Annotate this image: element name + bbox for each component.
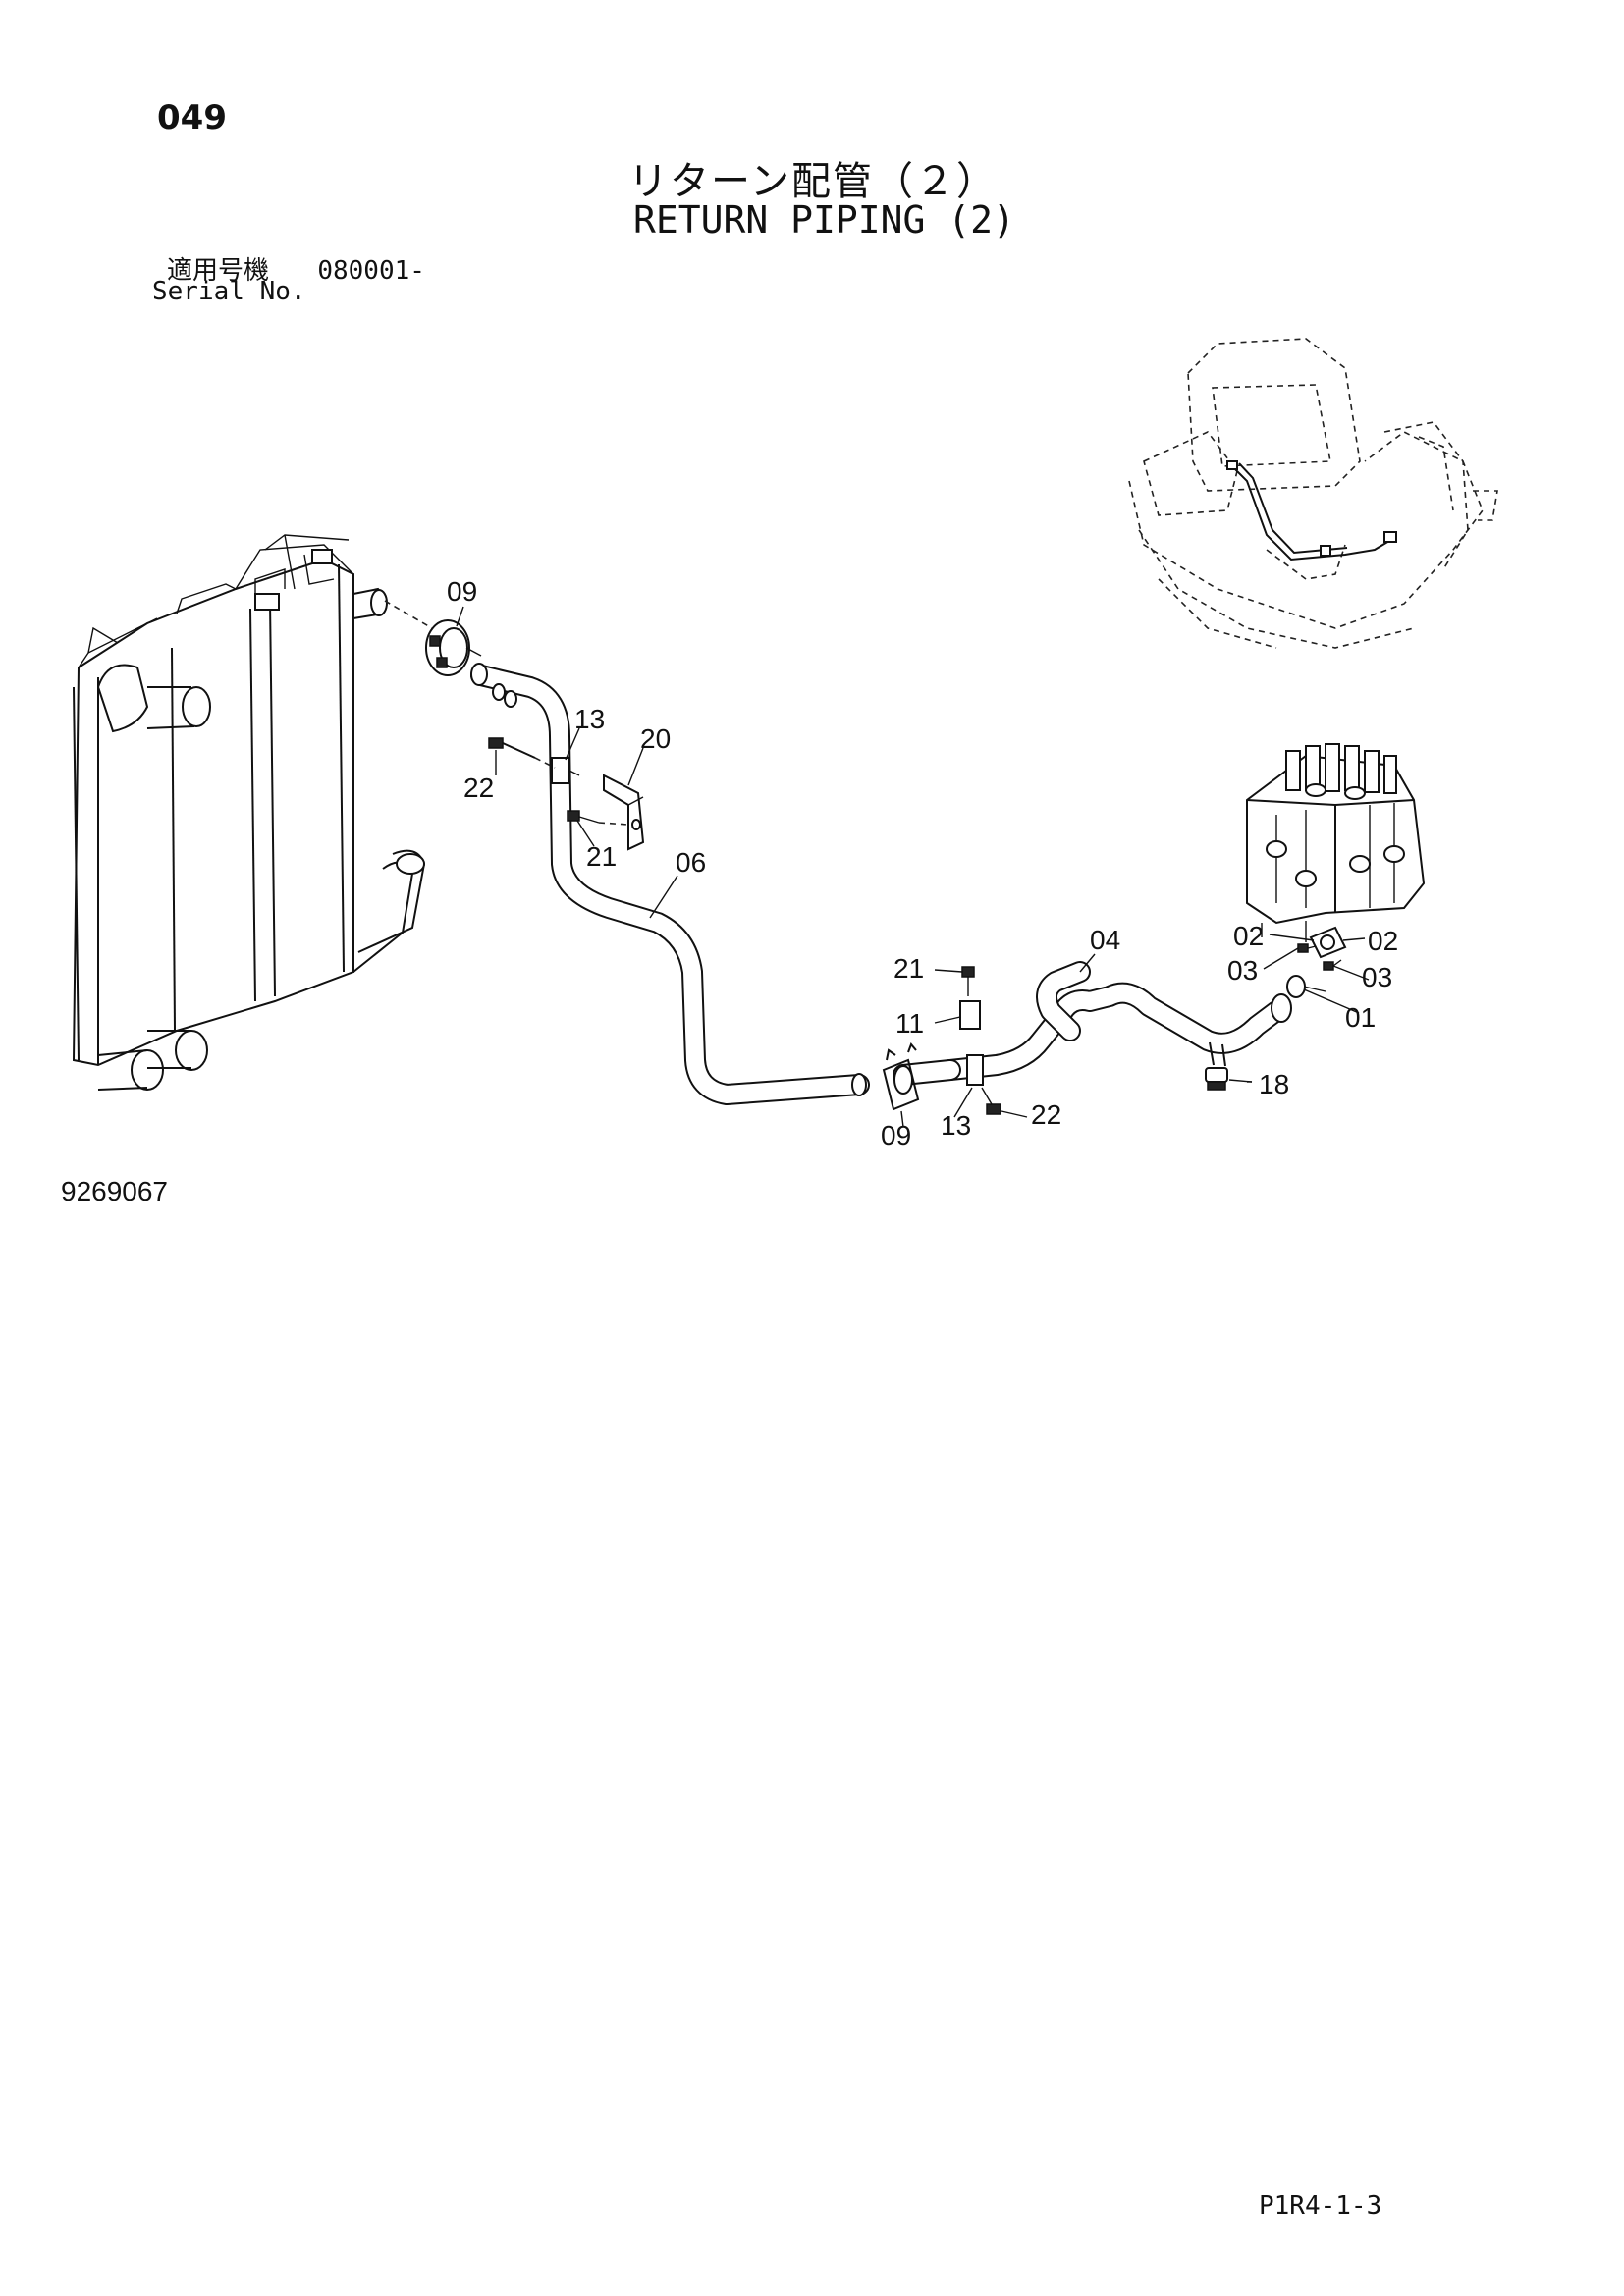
page-number: 049 <box>157 98 227 137</box>
callout-02-left: 02 <box>1233 921 1264 951</box>
page-title-en: RETURN PIPING (2) <box>633 198 1015 241</box>
page-code: P1R4-1-3 <box>1259 2191 1382 2220</box>
callout-04: 04 <box>1090 925 1120 955</box>
leader-lines <box>456 606 1370 1128</box>
callout-11: 11 <box>895 1008 924 1039</box>
control-valve <box>1246 743 1426 998</box>
callout-01: 01 <box>1345 1002 1376 1033</box>
callout-09-bottom: 09 <box>881 1120 911 1150</box>
callout-22-top: 22 <box>463 773 494 803</box>
callout-03-right: 03 <box>1362 962 1392 992</box>
return-pipe-06 <box>470 663 870 1105</box>
clamp-13-top <box>488 737 645 851</box>
serial-value: 080001- <box>317 256 425 286</box>
radiator-assembly <box>72 534 433 1091</box>
callout-06: 06 <box>676 847 706 878</box>
callout-21-top: 21 <box>586 841 617 872</box>
cap-18 <box>1205 1067 1253 1091</box>
callouts: 09 13 20 22 21 06 04 02 02 03 03 01 21 1… <box>447 576 1398 1150</box>
serial-row: 適用号機 080001- <box>167 250 425 287</box>
page-title-jp: リターン配管（２） <box>628 159 998 204</box>
callout-13-top: 13 <box>574 704 605 734</box>
callout-13-bottom: 13 <box>941 1110 971 1141</box>
return-hose-04 <box>940 961 1292 1081</box>
serial-label-en: Serial No. <box>152 277 306 306</box>
callout-21-bottom: 21 <box>893 953 924 984</box>
callout-02-right: 02 <box>1368 926 1398 956</box>
callout-22-bottom: 22 <box>1031 1099 1061 1130</box>
callout-18: 18 <box>1259 1069 1289 1099</box>
callout-20: 20 <box>640 723 671 754</box>
excavator-overview <box>1128 338 1498 649</box>
drawing-number: 9269067 <box>61 1176 169 1206</box>
clamp-top <box>425 619 482 676</box>
lower-clamp-assembly <box>882 966 1001 1115</box>
serial-label-jp: 適用号機 <box>167 256 270 286</box>
callout-09-top: 09 <box>447 576 477 607</box>
callout-03-left: 03 <box>1227 955 1258 986</box>
